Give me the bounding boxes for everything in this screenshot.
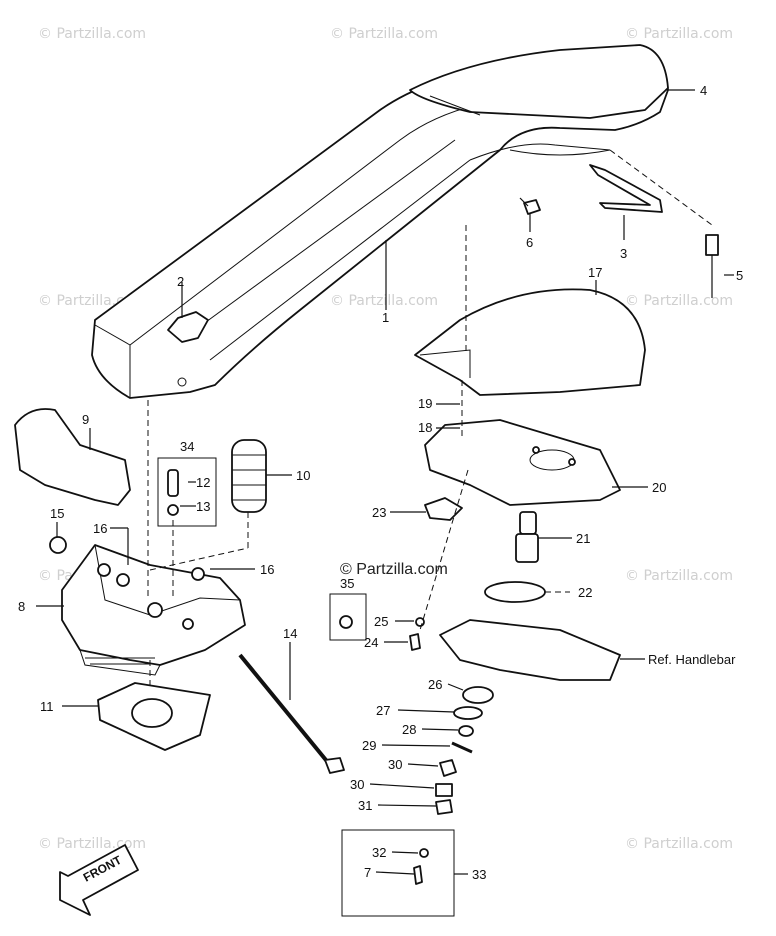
washer-part — [484, 581, 546, 603]
watermark: © Partzilla.com — [625, 26, 733, 42]
front-arrow: FRONT — [59, 844, 139, 916]
callout-35: 35 — [340, 576, 354, 591]
callout-34: 34 — [180, 439, 194, 454]
watermark: © Partzilla.com — [330, 293, 438, 309]
ref-handlebar-label: Ref. Handlebar — [648, 652, 736, 667]
callout-27: 27 — [376, 703, 390, 718]
clip-part — [424, 497, 463, 521]
callout-2: 2 — [177, 274, 184, 289]
watermark: © Partzilla.com — [625, 836, 733, 852]
callout-21: 21 — [576, 531, 590, 546]
callout-30-upper: 30 — [388, 757, 402, 772]
callout-32: 32 — [372, 845, 386, 860]
base-plate-part — [97, 682, 211, 751]
callout-24: 24 — [364, 635, 378, 650]
watermark: © Partzilla.com — [330, 26, 438, 42]
kit-33-box — [341, 829, 455, 917]
handle-pole-part — [91, 44, 669, 399]
callout-14: 14 — [283, 626, 297, 641]
center-watermark: © Partzilla.com — [340, 561, 448, 578]
fastener-stack — [435, 686, 494, 815]
bumper-pad-part — [14, 408, 131, 506]
callout-labels: 4 2 3 5 6 1 17 9 34 12 13 10 15 16 16 8 … — [18, 83, 743, 882]
callout-28: 28 — [402, 722, 416, 737]
callout-25: 25 — [374, 614, 388, 629]
callout-13: 13 — [196, 499, 210, 514]
callout-1: 1 — [382, 310, 389, 325]
callout-16-right: 16 — [260, 562, 274, 577]
callout-7: 7 — [364, 865, 371, 880]
long-bolt-part — [238, 653, 345, 774]
watermark: © Partzilla.com — [38, 26, 146, 42]
callout-17: 17 — [588, 265, 602, 280]
callout-8: 8 — [18, 599, 25, 614]
callout-11: 11 — [40, 699, 54, 714]
callout-5: 5 — [736, 268, 743, 283]
callout-6: 6 — [526, 235, 533, 250]
callout-19: 19 — [418, 396, 432, 411]
nut-part — [49, 536, 67, 554]
cover-part — [414, 288, 646, 396]
callout-3: 3 — [620, 246, 627, 261]
callout-18: 18 — [418, 420, 432, 435]
callout-12: 12 — [196, 475, 210, 490]
steering-plate-part — [424, 419, 621, 506]
callout-15: 15 — [50, 506, 64, 521]
watermark: © Partzilla.com — [38, 836, 146, 852]
callout-31: 31 — [358, 798, 372, 813]
screw-small-part — [409, 633, 421, 651]
callout-29: 29 — [362, 738, 376, 753]
handlebar-plate — [439, 619, 621, 681]
callout-10: 10 — [296, 468, 310, 483]
rivet-part — [705, 234, 719, 298]
callout-4: 4 — [700, 83, 707, 98]
callout-22: 22 — [578, 585, 592, 600]
rubber-damper-part — [231, 439, 267, 513]
watermark: © Partzilla.com — [625, 568, 733, 584]
callout-9: 9 — [82, 412, 89, 427]
callout-23: 23 — [372, 505, 386, 520]
watermark: © Partzilla.com — [625, 293, 733, 309]
bracket-part — [61, 544, 246, 676]
callout-33: 33 — [472, 867, 486, 882]
leader-lines — [36, 89, 734, 875]
screw-part — [519, 197, 541, 215]
callout-16-left: 16 — [93, 521, 107, 536]
callout-26: 26 — [428, 677, 442, 692]
callout-20: 20 — [652, 480, 666, 495]
callout-30-lower: 30 — [350, 777, 364, 792]
pivot-bolt-part — [515, 511, 539, 563]
strip-part — [589, 164, 663, 213]
kit-35-box — [329, 593, 367, 641]
kit-34-box — [157, 457, 217, 527]
